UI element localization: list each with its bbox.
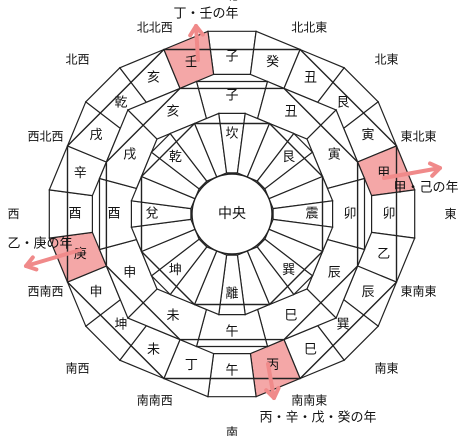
direction-label: 北西 (65, 53, 89, 67)
direction-label: 北東 (374, 53, 398, 67)
direction-label: 南西 (65, 361, 89, 376)
arrow-head (24, 255, 39, 272)
middle-sector-label: 辰 (328, 266, 341, 281)
note-bottom: 丙・辛・戊・癸の年 (259, 411, 376, 426)
trigram-label: 巽 (282, 263, 295, 278)
middle-sector-label: 丑 (284, 104, 297, 119)
trigram-label: 兌 (145, 207, 158, 222)
middle-sector-label: 申 (123, 266, 136, 281)
trigram-label: 乾 (169, 150, 182, 165)
octagon (140, 122, 324, 306)
outer-sector-label: 未 (147, 343, 160, 358)
note-right: 甲・己の年 (393, 181, 458, 196)
outer-sector-label: 艮 (336, 96, 349, 111)
outer-sector-label: 寅 (361, 127, 374, 143)
direction-label: 南南東 (291, 393, 327, 408)
outer-sector-label: 乾 (114, 96, 127, 111)
note-top: 丁・壬の年 (173, 7, 238, 22)
direction-label: 西 (7, 207, 19, 221)
direction-label: 西北西 (27, 130, 63, 144)
arrow-head (188, 24, 205, 38)
middle-sector-label: 戌 (123, 148, 136, 163)
direction-label: 南南西 (137, 393, 173, 408)
arrow-line (24, 248, 82, 268)
outer-sector-label: 申 (89, 285, 102, 300)
direction-label: 北北西 (137, 21, 173, 35)
arrow-head (428, 161, 442, 178)
outer-sector-label: 子 (225, 50, 238, 65)
outer-sector-label: 午 (225, 364, 238, 379)
center-circle (191, 173, 273, 255)
middle-sector-label: 卯 (343, 207, 356, 222)
arrow-line (194, 24, 200, 62)
outer-sector-label: 巳 (304, 343, 317, 358)
outer-sector-label: 戌 (89, 128, 102, 143)
outer-sector-label: 巽 (336, 318, 349, 333)
trigram-label: 坎 (225, 127, 238, 142)
trigram-label: 坤 (169, 263, 182, 278)
arrow-head (264, 386, 281, 400)
trigram-label: 艮 (282, 150, 295, 165)
middle-sector-label: 午 (225, 325, 238, 340)
direction-label: 南 (226, 425, 238, 436)
octagon (66, 48, 398, 380)
direction-label: 西南西 (27, 283, 63, 298)
outer-sector-label: 亥 (147, 71, 160, 86)
annotation-arrows (24, 24, 442, 400)
outer-sector-label: 坤 (114, 318, 127, 333)
middle-sector-label: 酉 (107, 207, 120, 222)
outer-sector-label: 酉 (68, 207, 81, 222)
outer-sector-label: 丁 (185, 358, 198, 373)
outer-sector-label: 丑 (304, 71, 317, 86)
trigram-label: 震 (305, 207, 318, 222)
outer-sector-label: 壬 (185, 55, 198, 70)
arrow-line (266, 362, 276, 400)
trigram-label: 離 (225, 287, 238, 302)
center-label: 中央 (218, 206, 246, 222)
direction-label: 北 (226, 0, 238, 3)
direction-label: 東 (444, 207, 456, 221)
arrow-line (382, 166, 442, 180)
outer-sector-label: 乙 (377, 247, 390, 262)
note-left: 乙・庚の年 (7, 236, 72, 252)
direction-label: 南東 (374, 361, 398, 376)
direction-label: 東北東 (400, 130, 436, 144)
outer-sector-label: 辛 (74, 166, 87, 181)
center: 中央 (191, 173, 273, 255)
middle-sector-label: 子 (225, 89, 238, 104)
middle-sector-label: 巳 (284, 309, 297, 324)
octagon-outlines (66, 48, 398, 380)
outer-sector-label: 卯 (382, 207, 395, 222)
direction-label: 北北東 (291, 21, 327, 35)
middle-sector-label: 寅 (328, 147, 341, 163)
direction-label: 東南東 (400, 283, 436, 298)
outer-sector-label: 辰 (361, 285, 374, 300)
middle-sector-label: 未 (166, 309, 179, 324)
direction-labels: 北北北東北東東北東東東南東南東南南東南 南南西 南西 西南西 西 西北西 北西 北北西 (7, 0, 456, 436)
octagon (105, 87, 359, 341)
outer-sector-label: 癸 (266, 55, 279, 70)
outer-sector (163, 30, 215, 90)
middle-sector-label: 亥 (166, 104, 179, 119)
